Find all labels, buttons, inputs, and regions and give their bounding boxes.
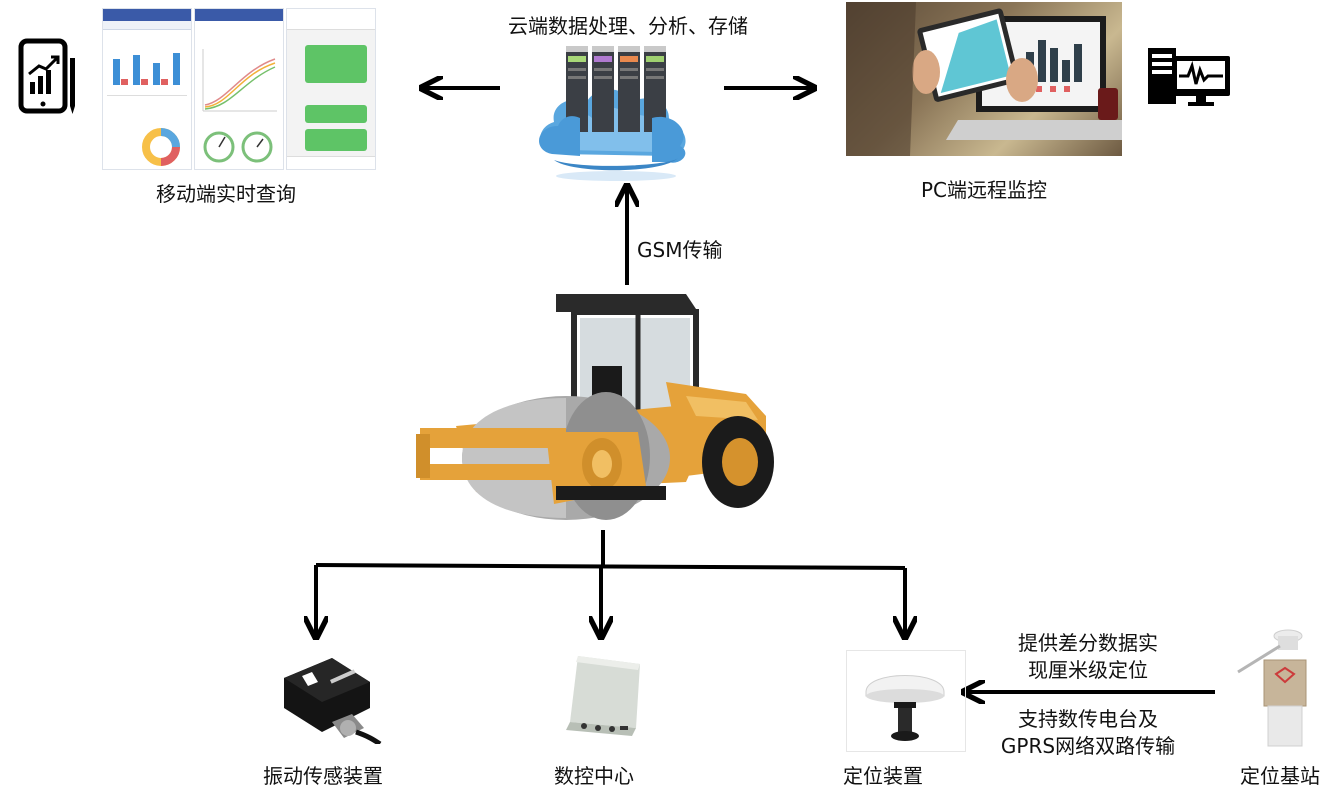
vibration-sensor-icon — [284, 658, 382, 744]
mobile-screen-statistics — [102, 8, 192, 170]
monitor-pulse-icon — [1148, 48, 1230, 106]
pc-photo — [846, 2, 1122, 156]
mobile-screens — [102, 8, 376, 170]
base-edge-top-line1: 提供差分数据实 — [1018, 631, 1158, 655]
mobile-screen-curve — [194, 8, 284, 170]
mobile-chart-icon — [18, 38, 75, 114]
road-roller-icon — [416, 294, 774, 520]
cloud-server-icon — [539, 46, 686, 181]
gnss-antenna-icon — [865, 675, 945, 741]
base-label: 定位基站 — [1240, 764, 1320, 788]
mobile-label: 移动端实时查询 — [156, 182, 296, 206]
base-edge-text-top: 提供差分数据实 现厘米级定位 — [1010, 630, 1166, 684]
gsm-label: GSM传输 — [637, 238, 723, 262]
positioning-label: 定位装置 — [843, 764, 923, 788]
line-distribution-bar — [315, 563, 906, 570]
cloud-label: 云端数据处理、分析、存储 — [508, 14, 748, 38]
mobile-screen-messages — [286, 8, 376, 170]
base-edge-bottom-line1: 支持数传电台及 — [1018, 707, 1158, 731]
base-station-icon — [1237, 629, 1307, 747]
control-box-icon — [566, 656, 640, 736]
positioning-frame — [846, 650, 966, 752]
vibration-label: 振动传感装置 — [263, 764, 383, 788]
base-edge-text-bottom: 支持数传电台及 GPRS网络双路传输 — [990, 706, 1186, 760]
base-edge-top-line2: 现厘米级定位 — [1028, 658, 1148, 682]
base-edge-bottom-line2: GPRS网络双路传输 — [1000, 734, 1176, 758]
pc-label: PC端远程监控 — [920, 178, 1048, 202]
control-label: 数控中心 — [554, 764, 634, 788]
